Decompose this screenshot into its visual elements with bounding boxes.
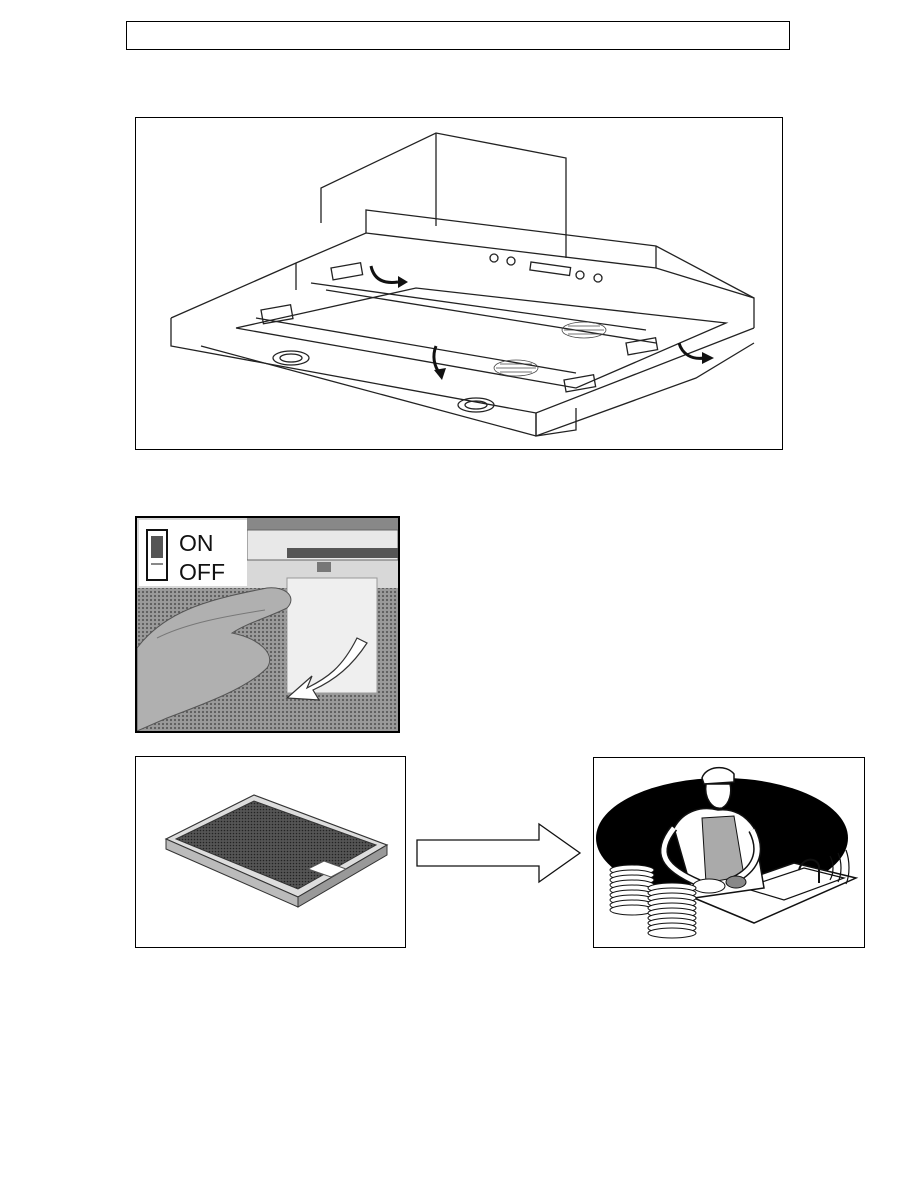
- range-hood-illustration: [136, 118, 783, 450]
- range-hood-figure: [135, 117, 783, 450]
- filter-removal-figure: ON OFF: [135, 516, 400, 733]
- grease-filter-figure: [135, 756, 406, 948]
- switch-off-label: OFF: [179, 559, 225, 585]
- right-arrow-icon: [415, 822, 583, 884]
- metal-grease-filter: [136, 757, 406, 948]
- process-arrow: [415, 822, 583, 884]
- switch-on-label: ON: [179, 530, 214, 556]
- dishwashing-person-illustration: [594, 758, 865, 948]
- washing-figure: [593, 757, 865, 948]
- filter-removal-photo: ON OFF: [137, 518, 398, 731]
- page-header-box: [126, 21, 790, 50]
